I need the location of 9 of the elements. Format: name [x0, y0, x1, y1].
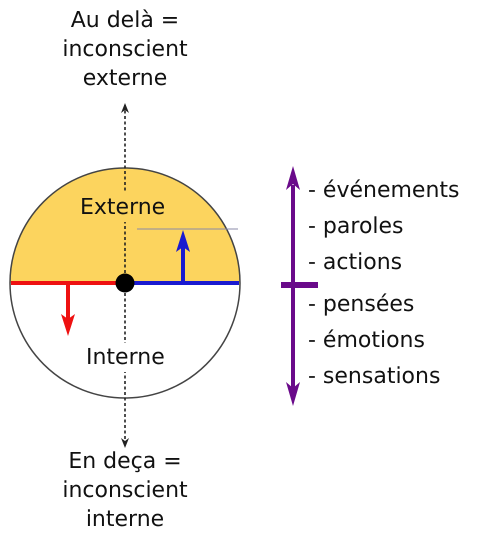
list-item: - émotions: [308, 327, 425, 355]
center-dot: [115, 273, 135, 293]
list-item: - actions: [308, 249, 402, 277]
caption-text: En deça = inconscient interne: [40, 447, 210, 543]
list-item: - événements: [308, 177, 460, 205]
list-item: - pensées: [308, 291, 414, 319]
list-item: - paroles: [308, 213, 404, 241]
caption-text: Au delà = inconscient externe: [40, 6, 210, 104]
list-item: - sensations: [308, 363, 440, 391]
